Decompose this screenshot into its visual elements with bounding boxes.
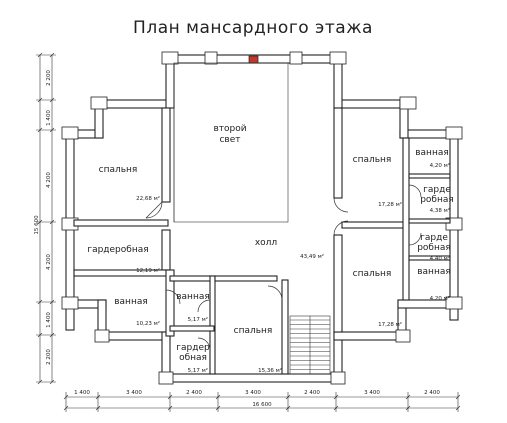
dim-slash (215, 394, 221, 400)
area-wardrobe-left: 12,19 м² (136, 267, 160, 274)
dim-slash (215, 405, 221, 411)
dim-slash (455, 394, 461, 400)
room-labels: второй свет спальня гардеробная ванная в… (87, 124, 453, 363)
area-bedroom-right-top: 17,28 м² (378, 201, 402, 208)
room-hall: холл (255, 238, 277, 248)
room-second-light-l1: второй (213, 124, 246, 134)
dim-slash (37, 332, 43, 338)
room-wardrobe-right-top-l2: робная (420, 195, 454, 205)
area-bedroom-right-bottom: 17,28 м² (378, 321, 402, 328)
dim-bottom-4: 3 400 (245, 390, 261, 396)
dim-slash (37, 97, 43, 103)
dim-slash (95, 405, 101, 411)
room-wardrobe-right-top-l1: гарде (423, 185, 451, 195)
area-bath-right-bottom: 4,20 м² (430, 295, 450, 302)
dimensions-bottom: 1 400 3 400 2 400 3 400 2 400 3 400 2 40… (63, 390, 461, 412)
room-bath-right-bottom: ванная (417, 267, 451, 277)
area-bath-right-top: 4,20 м² (430, 162, 450, 169)
dim-bottom-5: 2 400 (304, 390, 320, 396)
dim-bottom-7: 2 400 (424, 390, 440, 396)
plan-title: План мансардного этажа (133, 18, 373, 38)
dim-slash (49, 97, 55, 103)
dim-slash (63, 405, 69, 411)
room-wardrobe-center-l2: обная (179, 353, 207, 363)
log-ends (61, 51, 463, 385)
dim-slash (37, 299, 43, 305)
area-bedroom-center: 15,36 м² (258, 367, 282, 374)
room-second-light-l2: свет (219, 135, 240, 145)
room-bath-left: ванная (114, 297, 148, 307)
room-wardrobe-right-bottom-l1: гарде (420, 233, 448, 243)
room-wardrobe-center-l1: гардер (176, 343, 210, 353)
dim-slash (95, 394, 101, 400)
dim-slash (333, 394, 339, 400)
dim-slash (49, 299, 55, 305)
room-bath-center: ванная (176, 292, 210, 302)
area-wardrobe-right-bottom: 4,40 м² (430, 255, 450, 262)
area-bedroom-left: 22,68 м² (136, 195, 160, 202)
room-bath-right-top: ванная (415, 148, 449, 158)
dim-slash (49, 52, 55, 58)
room-wardrobe-right-bottom-l2: робная (417, 243, 451, 253)
dim-slash (333, 405, 339, 411)
dim-bottom-1: 1 400 (74, 390, 90, 396)
dim-slash (49, 219, 55, 225)
dim-slash (285, 394, 291, 400)
room-wardrobe-left: гардеробная (87, 245, 148, 255)
dim-left-2: 1 400 (46, 110, 52, 126)
dim-bottom-total: 16 600 (252, 402, 272, 408)
dim-slash (167, 394, 173, 400)
room-bedroom-center: спальня (234, 326, 273, 336)
dim-bottom-2: 3 400 (126, 390, 142, 396)
partitions (73, 62, 451, 375)
area-bath-center: 5,17 м² (188, 316, 208, 323)
dim-left-4: 4 200 (46, 254, 52, 270)
dim-left-total: 15 600 (34, 215, 40, 235)
dim-slash (405, 405, 411, 411)
dim-slash (37, 379, 43, 385)
dim-slash (167, 405, 173, 411)
dim-left-3: 4 200 (46, 172, 52, 188)
room-bedroom-left: спальня (99, 165, 138, 175)
dim-slash (37, 52, 43, 58)
dim-slash (455, 405, 461, 411)
chimney (248, 55, 259, 64)
dim-slash (37, 219, 43, 225)
area-wardrobe-center: 5,17 м² (188, 367, 208, 374)
dim-slash (63, 394, 69, 400)
dim-bottom-6: 3 400 (364, 390, 380, 396)
room-areas: 22,68 м² 12,19 м² 10,23 м² 5,17 м² 5,17 … (136, 162, 450, 374)
staircase (289, 315, 331, 375)
room-bedroom-right-top: спальня (353, 155, 392, 165)
dim-slash (49, 127, 55, 133)
dim-left-1: 2 200 (46, 70, 52, 86)
dim-left-5: 1 400 (46, 312, 52, 328)
area-hall: 43,49 м² (300, 253, 324, 260)
doors (145, 184, 422, 351)
dim-slash (37, 127, 43, 133)
area-wardrobe-right-top: 4,38 м² (430, 207, 450, 214)
dim-slash (405, 394, 411, 400)
dimensions-left: 2 200 1 400 4 200 4 200 1 400 2 200 15 6… (34, 52, 56, 385)
dim-slash (49, 379, 55, 385)
dim-slash (285, 405, 291, 411)
room-bedroom-right-bottom: спальня (353, 269, 392, 279)
dim-left-6: 2 200 (46, 349, 52, 365)
dim-slash (49, 332, 55, 338)
dim-bottom-3: 2 400 (186, 390, 202, 396)
area-bath-left: 10,23 м² (136, 320, 160, 327)
